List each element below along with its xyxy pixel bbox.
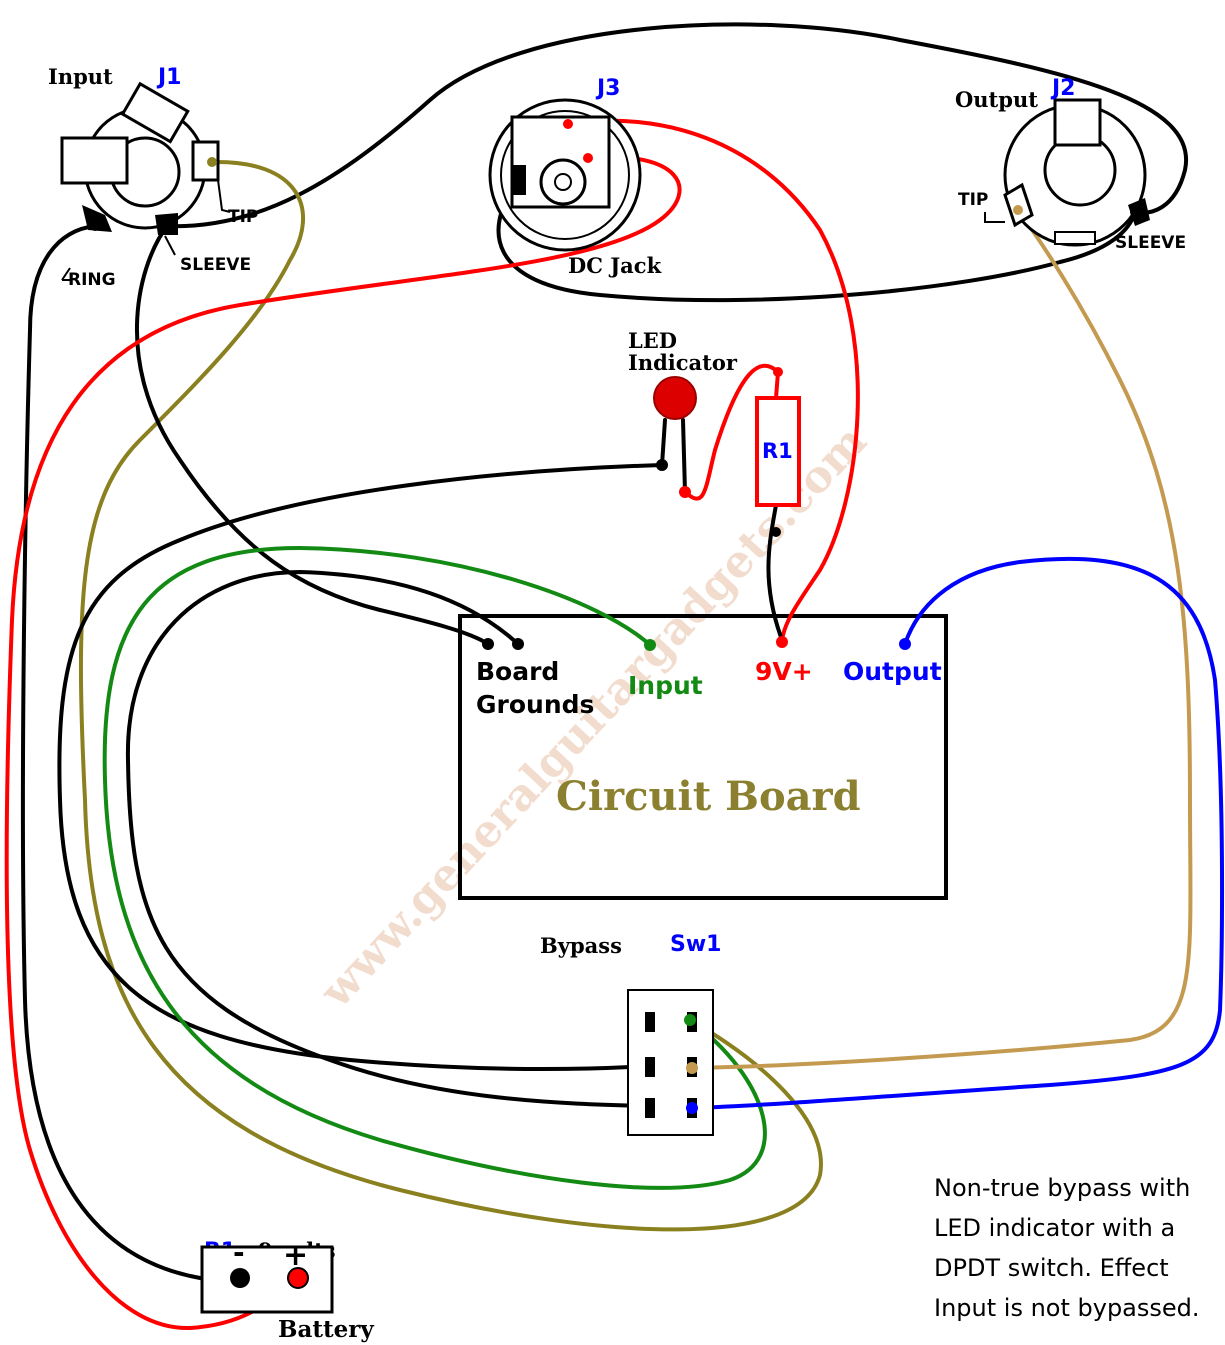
led-lead-cathode (660, 418, 667, 467)
battery-plus-terminal (287, 1267, 309, 1289)
output-jack-j2 (984, 98, 1150, 247)
bypass-switch-sw1 (627, 989, 714, 1136)
wire-led-to-switch (57, 463, 664, 1072)
board-title: Circuit Board (556, 773, 861, 820)
board-input-label: Input (628, 671, 703, 700)
wire-j1-sleeve-to-j2-sleeve (163, 22, 1189, 229)
led-label-line1: LED (628, 328, 677, 353)
note-line3: DPDT switch. Effect (934, 1254, 1169, 1282)
led-label-line2: Indicator (628, 350, 738, 375)
j3-name: DC Jack (568, 253, 662, 278)
board-grounds-line1: Board (476, 657, 559, 686)
wire-board-input-to-switch (102, 546, 767, 1190)
board-power-label: 9V+ (755, 657, 813, 686)
j2-tip-label: TIP (958, 190, 988, 210)
wire-dc-to-battery (4, 154, 682, 1331)
wire-j3-sleeve-to-j2-sleeve (496, 176, 1137, 303)
switch-ref: Sw1 (670, 932, 721, 957)
wire-ground-to-switch (125, 570, 652, 1108)
note-line1: Non-true bypass with (934, 1174, 1190, 1202)
resistor-r1 (755, 396, 801, 507)
wire-r1-to-power (766, 503, 784, 642)
board-grounds-line2: Grounds (476, 690, 594, 719)
switch-name: Bypass (540, 933, 622, 958)
j2-sleeve-label: SLEEVE (1115, 233, 1186, 253)
j1-name: Input (48, 64, 113, 89)
circuit-board (458, 614, 948, 900)
connection-dots (90, 119, 1140, 1114)
wire-j1-sleeve-to-ground (134, 223, 490, 646)
wire-j1-ring-to-battery (20, 224, 242, 1283)
note-line4: Input is not bypassed. (934, 1294, 1200, 1322)
input-jack-j1 (60, 81, 231, 281)
wire-j1-tip-olive (78, 159, 823, 1232)
battery-minus-terminal (230, 1268, 250, 1288)
j1-ref: J1 (156, 65, 182, 90)
dc-jack-j3 (488, 98, 642, 252)
wire-dc-to-power (566, 118, 860, 642)
battery-minus: - (233, 1236, 245, 1269)
note-line2: LED indicator with a (934, 1214, 1175, 1242)
j1-tip-label: TIP (228, 207, 258, 227)
battery-plus: + (283, 1238, 308, 1273)
wire-j2-tip-to-switch (690, 208, 1193, 1070)
wire-r1-to-led (683, 363, 780, 501)
battery-b1 (200, 1245, 334, 1314)
board-output-label: Output (843, 657, 942, 686)
j1-ring-label: RING (68, 270, 116, 290)
wire-board-output-to-switch (690, 556, 1225, 1110)
j3-ref: J3 (595, 76, 621, 101)
led-indicator (653, 376, 697, 420)
battery-name: Battery (278, 1316, 374, 1343)
r1-ref: R1 (762, 439, 793, 463)
j2-ref: J2 (1050, 76, 1076, 101)
j1-sleeve-label: SLEEVE (180, 255, 251, 275)
j2-name: Output (955, 87, 1038, 112)
led-lead-anode (681, 418, 687, 494)
